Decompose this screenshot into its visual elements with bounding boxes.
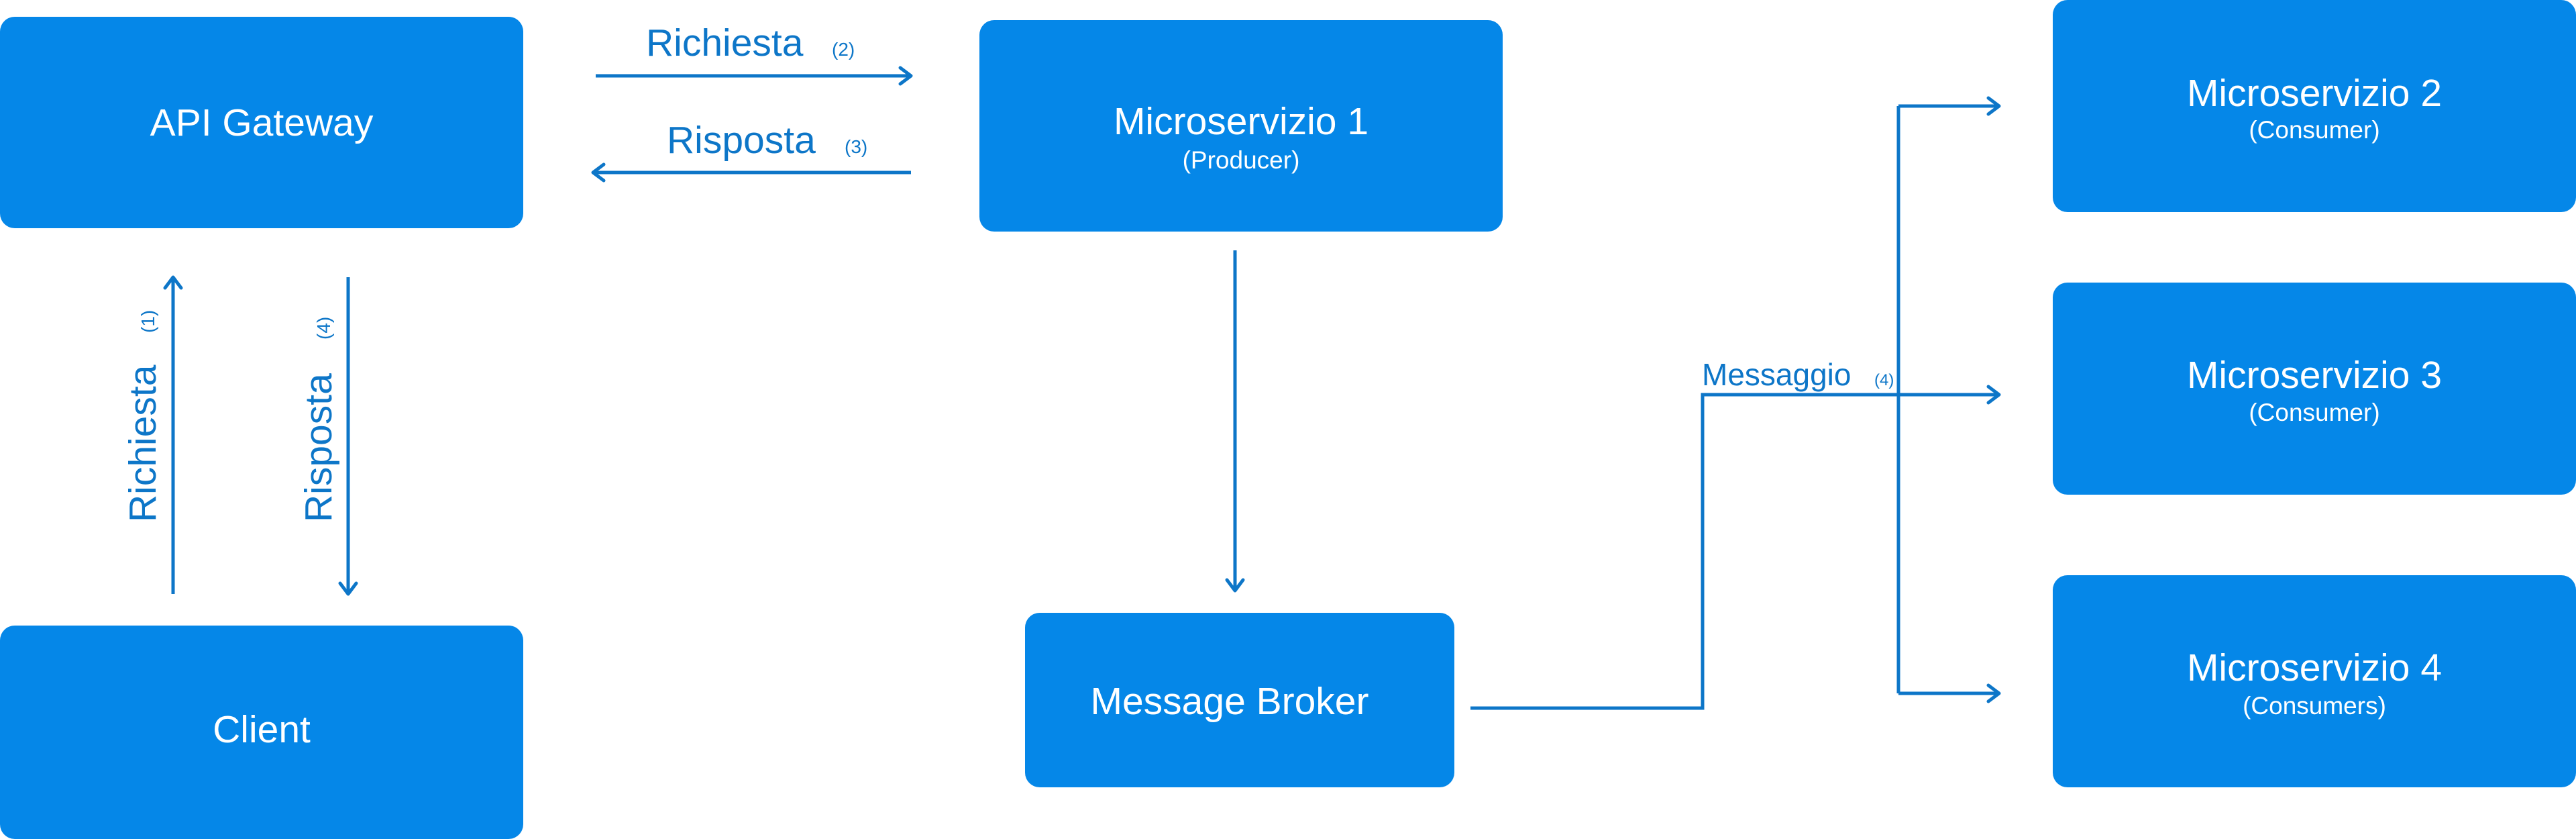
edge-broker-to-consumers: Messaggio (4) bbox=[1470, 96, 2001, 710]
microservice-3-title: Microservizio 3 bbox=[2187, 354, 2442, 397]
microservice-4-title: Microservizio 4 bbox=[2187, 646, 2442, 689]
microservice-2-subtitle: (Consumer) bbox=[2249, 116, 2379, 144]
microservice-2-node[interactable]: Microservizio 2 (Consumer) bbox=[2053, 0, 2576, 212]
edge-client-to-gateway: Richiesta (1) bbox=[121, 275, 183, 594]
edge-gateway-to-client: Risposta (4) bbox=[297, 277, 358, 596]
microservice-2-title: Microservizio 2 bbox=[2187, 72, 2442, 115]
microservice-1-title: Microservizio 1 bbox=[1114, 100, 1368, 143]
microservice-3-subtitle: (Consumer) bbox=[2249, 399, 2379, 426]
client-title: Client bbox=[213, 708, 311, 751]
edge-ms1-to-broker bbox=[1225, 250, 1245, 593]
client-node[interactable]: Client bbox=[0, 626, 523, 839]
edge-gateway-to-client-label: Risposta bbox=[297, 373, 340, 522]
api-gateway-node[interactable]: API Gateway bbox=[0, 17, 523, 228]
edge-gateway-to-ms1-index: (2) bbox=[832, 39, 855, 60]
edge-client-to-gateway-index: (1) bbox=[138, 310, 158, 333]
edge-ms1-to-gateway-label: Risposta bbox=[667, 119, 816, 162]
message-broker-title: Message Broker bbox=[1090, 680, 1368, 723]
microservice-4-subtitle: (Consumers) bbox=[2243, 692, 2386, 720]
edge-ms1-to-gateway: Risposta (3) bbox=[591, 119, 911, 183]
edge-gateway-to-client-index: (4) bbox=[313, 317, 334, 340]
edge-broker-to-consumers-index: (4) bbox=[1874, 371, 1894, 389]
edge-broker-to-consumers-label: Messaggio bbox=[1702, 357, 1851, 392]
edge-client-to-gateway-label: Richiesta bbox=[121, 364, 164, 522]
microservice-4-node[interactable]: Microservizio 4 (Consumers) bbox=[2053, 575, 2576, 787]
microservice-1-subtitle: (Producer) bbox=[1183, 146, 1300, 174]
microservice-1-node[interactable]: Microservizio 1 (Producer) bbox=[979, 20, 1503, 232]
message-broker-node[interactable]: Message Broker bbox=[1025, 613, 1454, 787]
api-gateway-title: API Gateway bbox=[150, 101, 374, 144]
edge-gateway-to-ms1-label: Richiesta bbox=[646, 21, 804, 64]
edge-gateway-to-ms1: Richiesta (2) bbox=[596, 21, 913, 86]
microservice-3-node[interactable]: Microservizio 3 (Consumer) bbox=[2053, 283, 2576, 495]
edge-ms1-to-gateway-index: (3) bbox=[845, 136, 867, 157]
